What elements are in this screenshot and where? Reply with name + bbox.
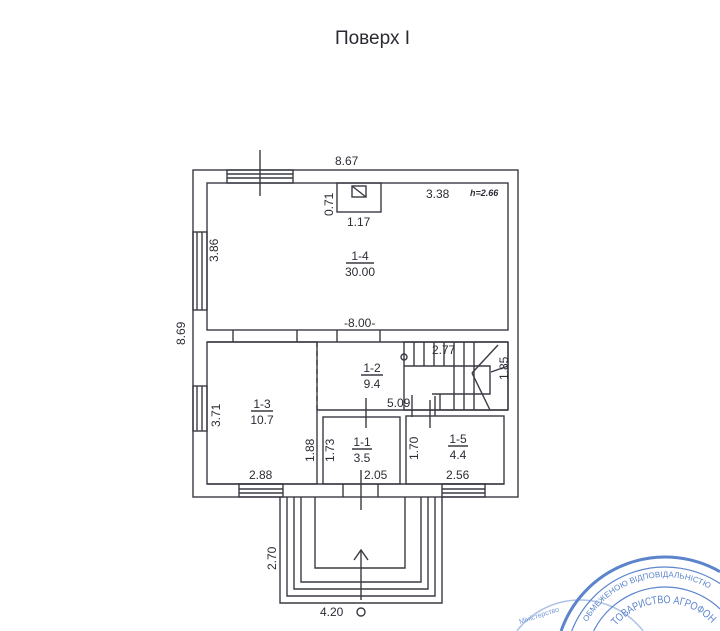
room-area: 3.5: [354, 451, 371, 465]
dim-room-1-3-depth: 3.71: [209, 403, 223, 427]
room-area: 30.00: [345, 265, 375, 279]
dim-porch-depth: 2.70: [265, 546, 279, 570]
company-stamp: ОБМЕЖЕНОЮ ВІДПОВІДАЛЬНІСТЮ ТОВАРИСТВО АГ…: [516, 555, 720, 631]
dim-stair-width: 2.77: [432, 343, 456, 357]
room-id: 1-1: [353, 435, 371, 449]
stamp-inner-text: ТОВАРИСТВО АГРОФОН: [609, 594, 718, 628]
dim-stair-depth: 1.85: [497, 356, 511, 380]
dim-room-1-1-width: 2.05: [364, 468, 388, 482]
room-1-4: 1-4 30.00: [345, 249, 375, 279]
page-title: Поверх І: [334, 28, 411, 49]
dim-room-1-4-depth: 3.86: [207, 238, 221, 262]
stamp-second-text: Міністерство: [518, 605, 560, 625]
room-id: 1-5: [449, 432, 467, 446]
dim-corridor-depth: 1.88: [303, 438, 317, 462]
room-1-1: 1-1 3.5: [352, 435, 372, 465]
room-id: 1-3: [253, 397, 271, 411]
room-1-5: 1-5 4.4: [448, 432, 468, 462]
windows: [192, 150, 486, 510]
dim-chimney-offset: 3.38: [426, 187, 450, 201]
dim-overall-depth: 8.69: [174, 321, 188, 345]
room-id: 1-4: [351, 249, 369, 263]
dim-room-1-5-width: 2.56: [446, 468, 470, 482]
porch: [279, 497, 443, 617]
room-1-3: 1-3 10.7: [250, 397, 274, 427]
room-area: 9.4: [364, 377, 381, 391]
room-id: 1-2: [363, 361, 381, 375]
room-1-2: 1-2 9.4: [361, 361, 383, 391]
dim-room-1-2-width: 5.09: [387, 396, 411, 410]
dim-chimney-depth: 0.71: [322, 192, 336, 216]
ceiling-height: h=2.66: [470, 188, 499, 198]
dim-overall-width: 8.67: [335, 154, 359, 168]
dim-room-1-1-depth: 1.73: [323, 438, 337, 462]
room-area: 4.4: [450, 448, 467, 462]
dim-porch-width: 4.20: [320, 605, 344, 619]
staircase: [400, 341, 509, 411]
dim-room-1-4-width: -8.00-: [344, 316, 375, 330]
room-area: 10.7: [250, 413, 274, 427]
svg-text:ТОВАРИСТВО АГРОФОН: ТОВАРИСТВО АГРОФОН: [609, 594, 718, 628]
dim-room-1-5-depth: 1.70: [407, 436, 421, 460]
dim-room-1-3-width: 2.88: [249, 468, 273, 482]
dim-chimney-width: 1.17: [347, 215, 371, 229]
